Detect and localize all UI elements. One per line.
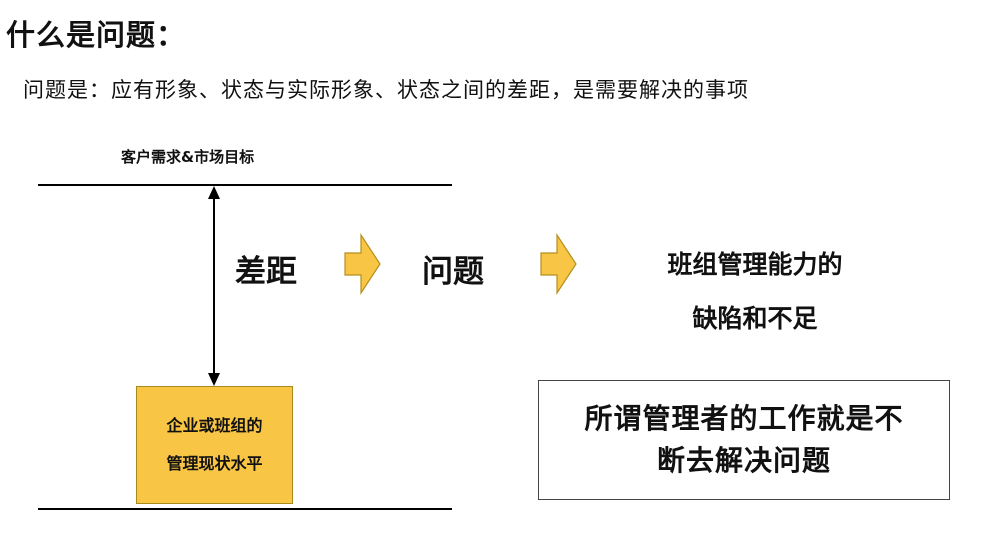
capability-deficiency-text: 班组管理能力的 缺陷和不足 xyxy=(640,238,870,346)
current-level-box: 企业或班组的 管理现状水平 xyxy=(136,386,293,504)
right-arrow-icon xyxy=(540,232,577,296)
manager-quote-box: 所谓管理者的工作就是不 断去解决问题 xyxy=(538,380,950,500)
customer-target-label: 客户需求&市场目标 xyxy=(121,148,255,166)
page-title: 什么是问题： xyxy=(6,18,187,52)
quote-line-2: 断去解决问题 xyxy=(656,444,831,477)
gap-label: 差距 xyxy=(235,254,297,290)
deficiency-line-1: 班组管理能力的 xyxy=(667,250,843,279)
right-arrow-icon xyxy=(344,232,381,296)
current-level-line-1: 企业或班组的 xyxy=(166,416,263,435)
quote-line-1: 所谓管理者的工作就是不 xyxy=(584,402,904,435)
problem-definition: 问题是：应有形象、状态与实际形象、状态之间的差距，是需要解决的事项 xyxy=(23,78,749,102)
deficiency-line-2: 缺陷和不足 xyxy=(692,304,818,333)
current-level-line-2: 管理现状水平 xyxy=(166,454,263,473)
baseline-line xyxy=(38,508,452,510)
vertical-double-arrow-icon xyxy=(208,186,220,386)
target-line xyxy=(38,184,452,186)
problem-label: 问题 xyxy=(422,254,484,290)
